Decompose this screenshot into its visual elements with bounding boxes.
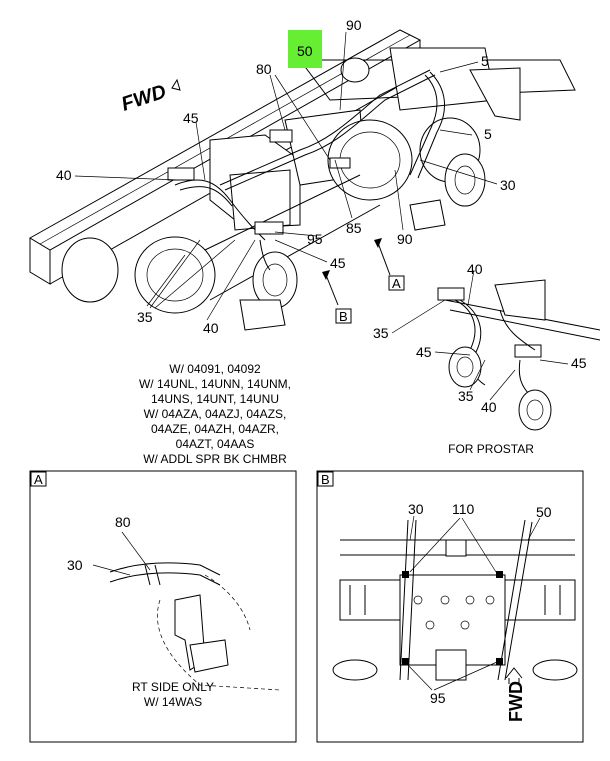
fwd-arrow-icon	[171, 78, 181, 91]
applicability-note: W/ 04091, 04092 W/ 14UNL, 14UNN, 14UNM, …	[130, 362, 300, 467]
callout-5-top: 5	[481, 53, 489, 69]
detail-a-tag: A	[34, 472, 43, 487]
section-ref-a: A	[388, 275, 405, 291]
callout-95: 95	[307, 231, 323, 247]
detail-b-fwd-label: FWD	[506, 681, 526, 722]
main-callouts: 50 90 5 80 45 5 40 30 85 95 90 45 35 40	[56, 17, 516, 336]
svg-text:B: B	[339, 309, 348, 324]
detail-a-caption: RT SIDE ONLY W/ 14WAS	[118, 680, 228, 710]
note-line: W/ 04AZA, 04AZJ, 04AZS,	[143, 407, 287, 421]
note-line: 14UNS, 14UNT, 14UNU	[150, 392, 280, 406]
note-line: 04AZE, 04AZH, 04AZR,	[150, 422, 280, 436]
callout-85: 85	[346, 220, 362, 236]
detail-b-callout-50: 50	[536, 504, 552, 520]
callout-40-left: 40	[56, 167, 72, 183]
callout-30: 30	[500, 177, 516, 193]
detail-a-callout-80: 80	[115, 514, 131, 530]
section-ref-b: B	[335, 308, 352, 324]
note-line: W/ ADDL SPR BK CHMBR	[143, 452, 287, 466]
detail-b-fwd-arrow-icon	[505, 667, 523, 684]
prostar-callout-40-top: 40	[467, 261, 483, 277]
detail-a: A 80 30	[29, 470, 297, 743]
prostar-caption: FOR PROSTAR	[448, 442, 534, 456]
detail-b-callout-30: 30	[408, 501, 424, 517]
callout-40-bottom: 40	[203, 320, 219, 336]
fwd-label: FWD	[119, 81, 169, 116]
prostar-callout-45-left: 45	[416, 344, 432, 360]
note-line: 04AZT, 04AAS	[175, 437, 255, 451]
callout-90-bottom: 90	[397, 231, 413, 247]
prostar-callout-40-bottom: 40	[481, 399, 497, 415]
prostar-inset: 40 35 45 45 35 40	[373, 261, 601, 431]
callout-35: 35	[137, 309, 153, 325]
caption-line: RT SIDE ONLY	[131, 680, 215, 694]
main-assembly	[29, 29, 576, 331]
detail-a-callout-30: 30	[67, 557, 83, 573]
prostar-callout-35-top: 35	[373, 325, 389, 341]
callout-45-top: 45	[183, 110, 199, 126]
detail-b-callout-95: 95	[430, 690, 446, 706]
callout-50: 50	[297, 43, 313, 59]
callout-5-mid: 5	[484, 126, 492, 142]
detail-b: B 30 110 50 95 FWD	[316, 470, 584, 743]
note-line: W/ 14UNL, 14UNN, 14UNM,	[138, 377, 292, 391]
callout-90-top: 90	[346, 17, 362, 33]
highlight-box	[288, 30, 322, 68]
detail-b-tag: B	[321, 472, 330, 487]
prostar-callout-35-bottom: 35	[458, 388, 474, 404]
callout-45-bottom: 45	[330, 255, 346, 271]
svg-text:A: A	[392, 276, 401, 291]
note-line: W/ 04091, 04092	[169, 362, 261, 376]
callout-80: 80	[256, 61, 272, 77]
prostar-callout-45-right: 45	[571, 355, 587, 371]
caption-line: W/ 14WAS	[143, 695, 203, 709]
detail-b-callout-110: 110	[452, 501, 475, 517]
